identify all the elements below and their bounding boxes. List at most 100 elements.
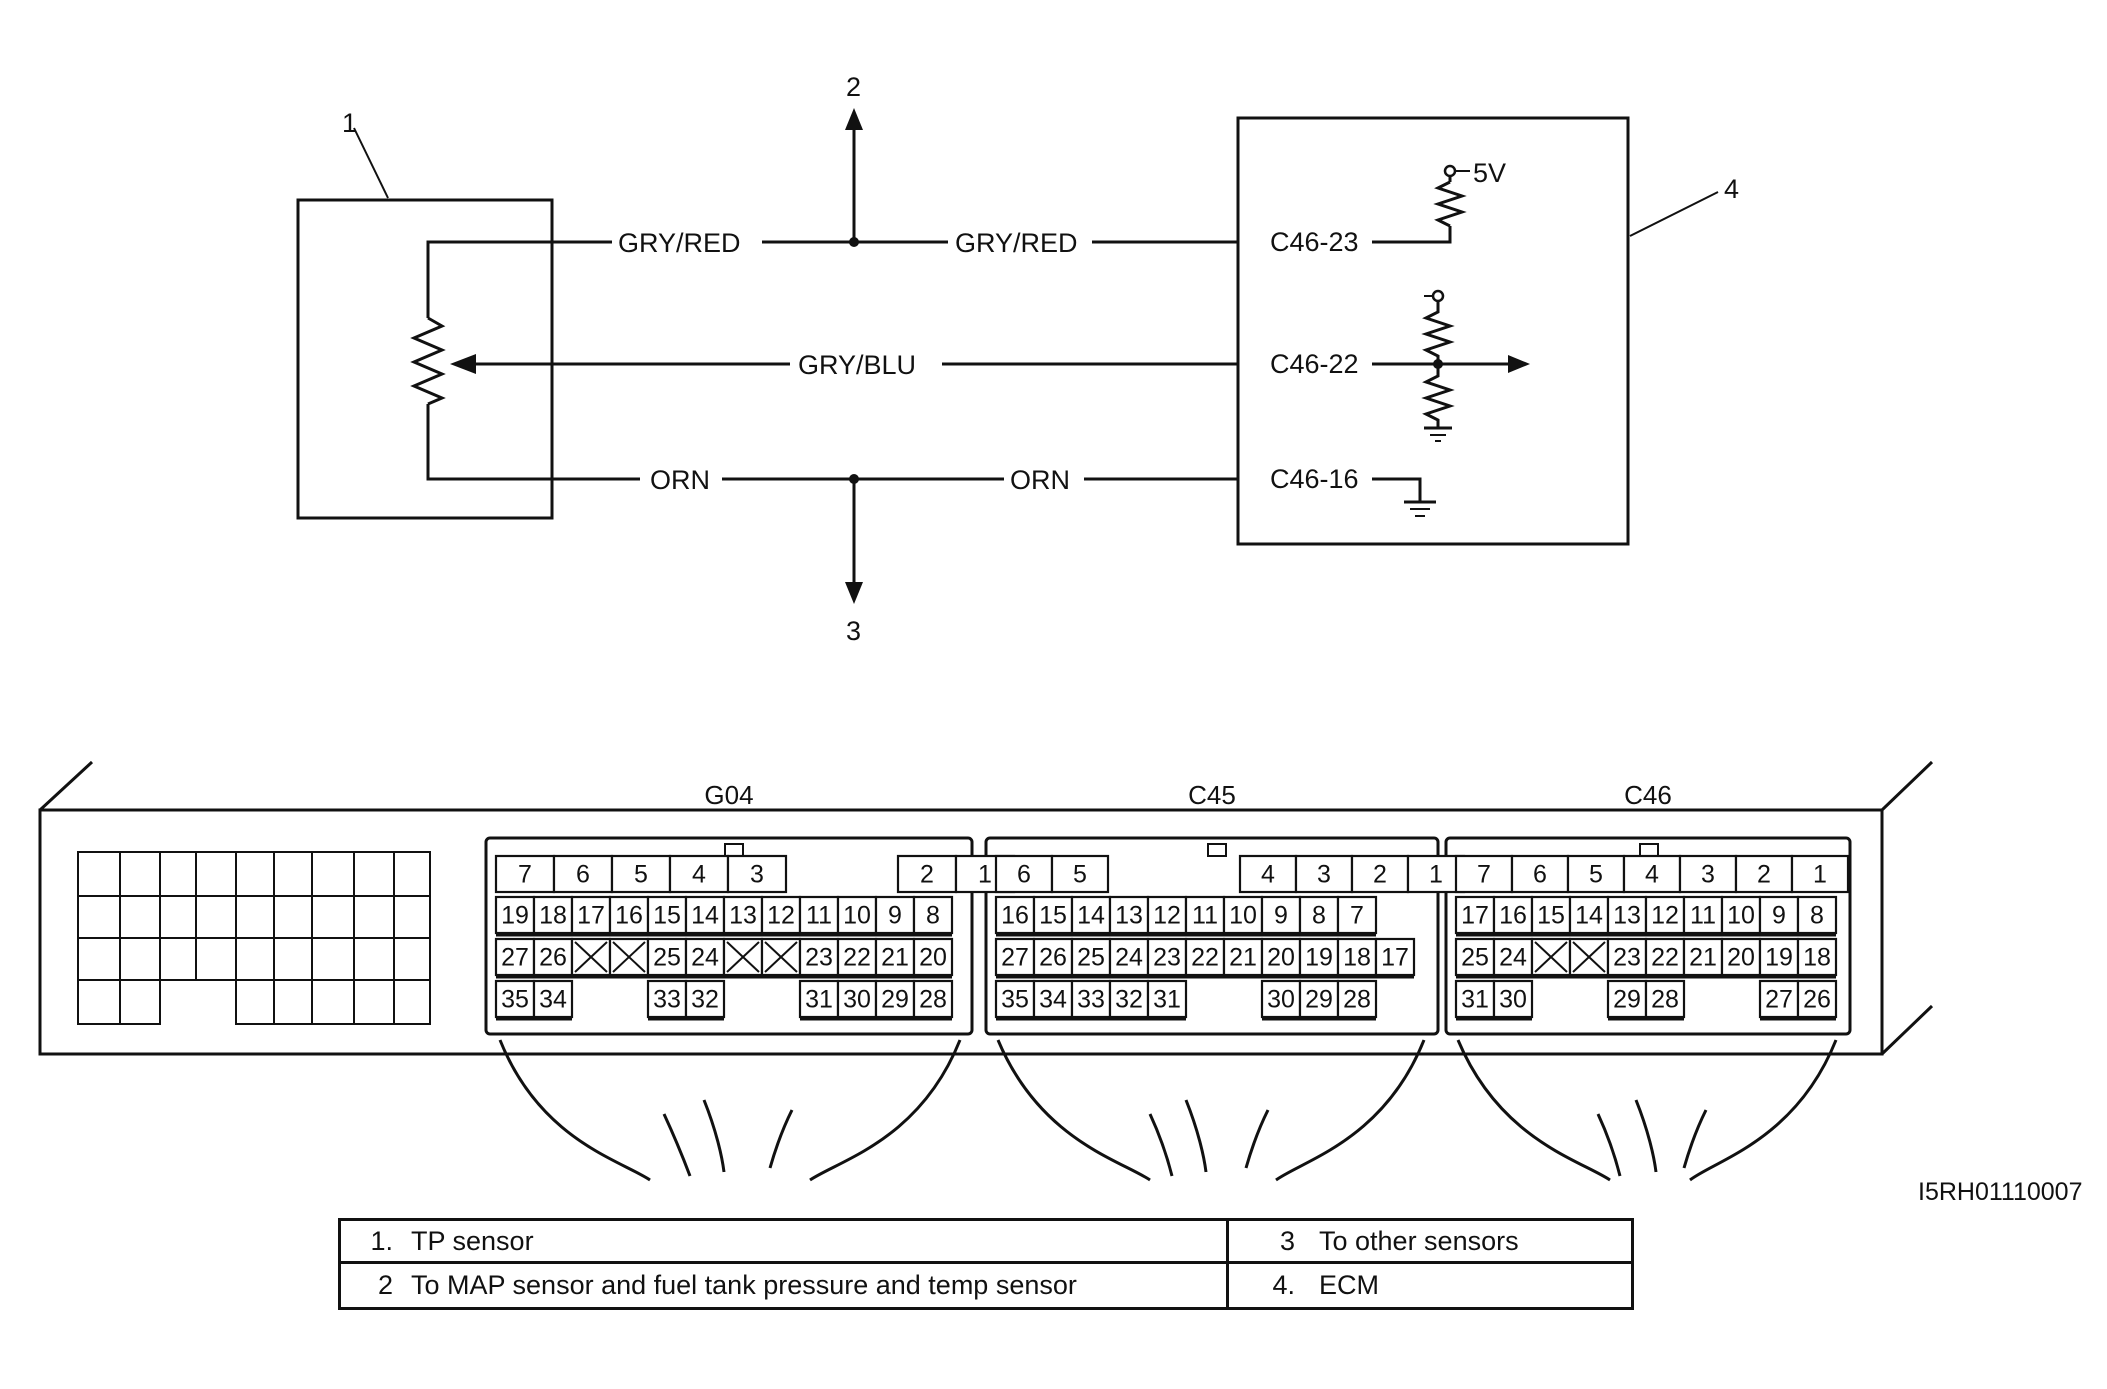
svg-text:27: 27: [501, 944, 529, 972]
pin-c45-14: 14: [1070, 895, 1112, 937]
svg-text:22: 22: [1191, 944, 1219, 972]
svg-text:7: 7: [1350, 902, 1364, 930]
pin-c45-2: 2: [1350, 854, 1410, 894]
svg-text:5: 5: [1073, 861, 1087, 889]
pin-g04-blank: [608, 937, 650, 979]
pin-c45-18: 18: [1336, 937, 1378, 979]
svg-text:13: 13: [1613, 902, 1641, 930]
pin-c45-30: 30: [1260, 979, 1302, 1021]
svg-text:15: 15: [653, 902, 681, 930]
svg-text:30: 30: [1267, 986, 1295, 1014]
svg-text:32: 32: [1115, 986, 1143, 1014]
svg-text:21: 21: [1229, 944, 1257, 972]
wire-label-orn-right: ORN: [1010, 465, 1070, 495]
connector-c45-latch: [1207, 843, 1227, 857]
pin-c45-26: 26: [1032, 937, 1074, 979]
svg-text:11: 11: [1192, 902, 1218, 930]
pin-c45-27: 27: [994, 937, 1036, 979]
svg-text:34: 34: [539, 986, 567, 1014]
pin-g04-21: 21: [874, 937, 916, 979]
pin-g04-4: 4: [668, 854, 730, 894]
pin-c45-10: 10: [1222, 895, 1264, 937]
pin-g04-16: 16: [608, 895, 650, 937]
pin-c46-27: 27: [1758, 979, 1800, 1021]
svg-text:29: 29: [881, 986, 909, 1014]
down-arrow: [845, 582, 863, 604]
pin-g04-blank: [570, 937, 612, 979]
svg-text:14: 14: [1575, 902, 1603, 930]
ecm-housing: [38, 808, 1884, 1056]
pin-c46-1: 1: [1790, 854, 1850, 894]
pin-c46-blank: [1568, 937, 1610, 979]
pin-g04-32: 32: [684, 979, 726, 1021]
pin-c45-17: 17: [1374, 937, 1416, 979]
pin-c45-12: 12: [1146, 895, 1188, 937]
pot-bottom-lead: [426, 404, 612, 481]
svg-text:33: 33: [1077, 986, 1105, 1014]
pin-c45-1: 1: [1406, 854, 1466, 894]
connector-c46-name: C46: [1624, 780, 1672, 810]
harness-lines: [498, 1039, 1838, 1182]
pin-c45-20: 20: [1260, 937, 1302, 979]
pin-c46-29: 29: [1606, 979, 1648, 1021]
vref-label: 5V: [1473, 158, 1506, 188]
pin-c45-4: 4: [1238, 854, 1298, 894]
wire-label-gry-red-right: GRY/RED: [955, 228, 1078, 258]
pin-c45-9: 9: [1260, 895, 1302, 937]
svg-text:6: 6: [1017, 861, 1031, 889]
svg-text:20: 20: [1727, 944, 1755, 972]
pin-g04-15: 15: [646, 895, 688, 937]
callout-1: 1: [342, 108, 357, 138]
svg-text:18: 18: [539, 902, 567, 930]
svg-text:26: 26: [1039, 944, 1067, 972]
pin-c46-2: 2: [1734, 854, 1794, 894]
svg-text:6: 6: [1533, 861, 1547, 889]
svg-text:1: 1: [978, 861, 992, 889]
svg-text:22: 22: [1651, 944, 1679, 972]
pin-c45-31: 31: [1146, 979, 1188, 1021]
pin-c45-24: 24: [1108, 937, 1150, 979]
svg-text:14: 14: [691, 902, 719, 930]
pin-c46-14: 14: [1568, 895, 1610, 937]
pullup-resistor: [1433, 180, 1467, 228]
svg-text:23: 23: [1153, 944, 1181, 972]
divider-lower-resistor: [1421, 364, 1455, 428]
pin-g04-25: 25: [646, 937, 688, 979]
svg-text:26: 26: [1803, 986, 1831, 1014]
svg-text:23: 23: [805, 944, 833, 972]
pin-c46-23: 23: [1606, 937, 1648, 979]
pin-g04-35: 35: [494, 979, 536, 1021]
svg-text:15: 15: [1039, 902, 1067, 930]
legend-cell-1: 1.TP sensor: [341, 1221, 1229, 1264]
callout-2: 2: [846, 72, 861, 102]
callout-1-leader: [353, 127, 389, 199]
svg-text:12: 12: [1651, 902, 1679, 930]
connector-g04-latch: [724, 843, 744, 857]
pin-g04-30: 30: [836, 979, 878, 1021]
pin-c45-22: 22: [1184, 937, 1226, 979]
svg-text:28: 28: [1343, 986, 1371, 1014]
pin-c46-26: 26: [1796, 979, 1838, 1021]
svg-text:7: 7: [1477, 861, 1491, 889]
callout-3: 3: [846, 616, 861, 646]
svg-text:18: 18: [1343, 944, 1371, 972]
wire-label-orn-left: ORN: [650, 465, 710, 495]
pin-c45-15: 15: [1032, 895, 1074, 937]
svg-text:30: 30: [843, 986, 871, 1014]
connector-c45-name: C45: [1188, 780, 1236, 810]
svg-text:26: 26: [539, 944, 567, 972]
terminal-c46-16: C46-16: [1270, 464, 1359, 494]
tp-sensor-box: [296, 198, 554, 520]
svg-text:12: 12: [1153, 902, 1181, 930]
pin-c45-21: 21: [1222, 937, 1264, 979]
pot-top-lead: [426, 240, 612, 318]
pin-c46-13: 13: [1606, 895, 1648, 937]
svg-text:1: 1: [1429, 861, 1443, 889]
svg-text:2: 2: [1757, 861, 1771, 889]
pin-g04-13: 13: [722, 895, 764, 937]
divider-upper-resistor: [1421, 301, 1455, 364]
